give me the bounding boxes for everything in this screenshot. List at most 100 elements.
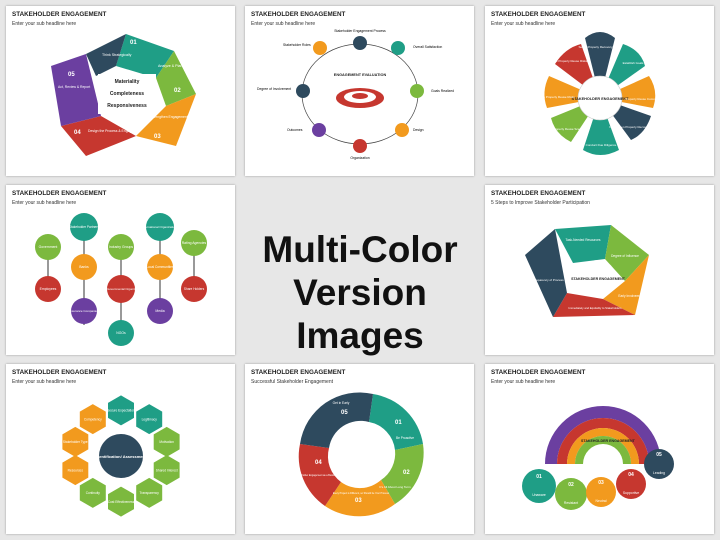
hexagon-label-5: Transparency [140, 491, 160, 495]
seg-text-02: It's All About Long Term [379, 485, 411, 489]
slide-title: STAKEHOLDER ENGAGEMENT [491, 369, 586, 376]
node-government: Government [39, 245, 58, 249]
step-text-strengthen: Strengthen Engagement Capacities [151, 115, 205, 119]
step-num-03: 03 [154, 134, 161, 140]
hero-line-2: Version Images [293, 272, 427, 356]
center-materiality: Materiality [115, 79, 140, 85]
segment-green [156, 51, 196, 106]
hexagon-label-9: Stakeholder Type [63, 440, 88, 444]
hexagon-label-6: Cost Effectiveness [108, 500, 135, 504]
seg-num-04: 04 [315, 460, 322, 466]
hexagon-label-2: Legitimacy [142, 417, 158, 421]
center-label: STAKEHOLDER ENGAGEMENT [571, 277, 626, 281]
slide-title: STAKEHOLDER ENGAGEMENT [491, 11, 586, 18]
hexagon-7 [79, 477, 106, 508]
hexagon-label-1: Secure Expectation [107, 409, 135, 413]
step-text-design: Design the Process & Engage [88, 129, 133, 133]
center-completeness: Completeness [110, 91, 144, 97]
hexagon-5 [136, 477, 163, 508]
hexagon-9 [62, 426, 89, 457]
slide-subtitle: Enter your sub headline here [12, 379, 77, 385]
hexagon-3 [153, 426, 180, 457]
step-text-act: Act, Review & Report [58, 85, 90, 89]
slide-thumbnail-2[interactable]: STAKEHOLDER ENGAGEMENT Enter your sub he… [245, 6, 474, 176]
seg-num-03: 03 [355, 498, 362, 504]
slide-title: STAKEHOLDER ENGAGEMENT [12, 369, 107, 376]
segment-purple [51, 54, 101, 126]
node-rating: Rating Agencies [182, 241, 207, 245]
slide-subtitle: Enter your sub headline here [12, 21, 77, 27]
slide-thumbnail-3[interactable]: STAKEHOLDER ENGAGEMENT Enter your sub he… [485, 6, 714, 176]
slide-title: STAKEHOLDER ENGAGEMENT [12, 190, 107, 197]
slide-thumbnail-4[interactable]: STAKEHOLDER ENGAGEMENT Enter your sub he… [6, 185, 235, 355]
slide-thumbnail-6[interactable]: STAKEHOLDER ENGAGEMENT Enter your sub he… [6, 364, 235, 534]
item-satisfaction: Overall Satisfaction [413, 45, 442, 49]
seg-num-05: 05 [341, 410, 348, 416]
hexagon-label-8: Resources [68, 468, 84, 472]
segment-navy [86, 34, 126, 76]
item-process: Stakeholder Engagement Process [334, 29, 386, 33]
step-num-02: 02 [174, 88, 181, 94]
step-text-think: Think Strategically [102, 53, 132, 57]
seg-text-01: Be Proactive [396, 436, 414, 440]
hexagon-ring-diagram: Secure ExpectationLegitimacyMotivationSh… [62, 395, 180, 517]
slide-subtitle: Enter your sub headline here [251, 21, 316, 27]
node-ngos: NGOs [116, 331, 126, 335]
slide-thumbnail-7[interactable]: STAKEHOLDER ENGAGEMENT Successful Stakeh… [245, 364, 474, 534]
seg-text-04: Manage Stakeholder Engagement as a Busin… [286, 474, 348, 477]
node-partners: Stakeholder Partners [69, 225, 99, 229]
center-label: ENGAGEMENT EVALUATION [334, 73, 387, 77]
node-communities: Local Communities [146, 265, 174, 269]
slide-subtitle: 5 Steps to Improve Stakeholder Participa… [491, 200, 590, 206]
step-influence: Degree of Influence [611, 254, 639, 258]
hexagon-label-3: Motivation [159, 440, 174, 444]
hexagon-label-10: Competency [84, 417, 102, 421]
slide-title: STAKEHOLDER ENGAGEMENT [251, 369, 346, 376]
hexagon-10 [79, 404, 106, 435]
segment-red [61, 116, 136, 156]
level-text-04: Supportive [623, 491, 639, 495]
node-banks: Banks [79, 265, 89, 269]
step-resources: Task-Needed Resources [566, 238, 601, 242]
octagon-petal-diagram: STAKEHOLDER ENGAGEMENT Select Property R… [535, 32, 661, 155]
slide-thumbnail-8[interactable]: STAKEHOLDER ENGAGEMENT Enter your sub he… [485, 364, 714, 534]
node-intl-org: International Organizations [142, 225, 178, 229]
item-organization: Organization [350, 156, 369, 160]
level-num-02: 02 [568, 482, 574, 488]
node-media: Media [155, 309, 164, 313]
item-outcomes: Outcomes [287, 128, 303, 132]
node-employees: Employees [40, 287, 57, 291]
hero-title: Multi-Color Version Images [245, 228, 475, 357]
level-text-03: Neutral [596, 499, 607, 503]
step-equitably: Immediately and Equitably to Stakeholder… [568, 306, 622, 310]
level-num-03: 03 [598, 480, 604, 486]
hexagon-2 [136, 404, 163, 435]
hexagon-4 [153, 455, 180, 486]
slide-subtitle: Successful Stakeholder Engagement [251, 379, 333, 385]
item-roles: Stakeholder Roles [283, 43, 311, 47]
slide-subtitle: Enter your sub headline here [491, 379, 556, 385]
hexagon-label-4: Shared Interest [156, 468, 178, 472]
level-num-04: 04 [628, 472, 634, 478]
item-01: Select Property Recovery Action [578, 45, 621, 49]
slide-title: STAKEHOLDER ENGAGEMENT [251, 11, 346, 18]
step-text-analyze: Analyze & Plan [158, 64, 182, 68]
center-label: STAKEHOLDER ENGAGEMENT [581, 439, 636, 443]
center-label: STAKEHOLDER ENGAGEMENT [572, 97, 630, 101]
slide-thumbnail-1[interactable]: STAKEHOLDER ENGAGEMENT Enter your sub he… [6, 6, 235, 176]
item-06: Identify Property Reuse Scenarios [542, 127, 588, 131]
slide-thumbnail-5[interactable]: STAKEHOLDER ENGAGEMENT 5 Steps to Improv… [485, 185, 714, 355]
step-num-01: 01 [130, 40, 137, 46]
node-igo: Inter Governmental Organization [101, 287, 142, 291]
center-label: Identification/ Assessment [96, 454, 147, 459]
item-08: Manage Property Reuse Risks [547, 59, 588, 63]
segment-teal [116, 34, 174, 78]
five-steps-diagram: STAKEHOLDER ENGAGEMENT Task-Needed Resou… [525, 225, 649, 317]
step-transparency: Transparency of Process [530, 278, 564, 282]
seg-text-03: Every Project is Different, so Should be… [333, 492, 390, 495]
hexagon-1 [108, 395, 134, 426]
level-text-02: Resistant [564, 501, 578, 505]
slide-subtitle: Enter your sub headline here [12, 200, 77, 206]
item-05: Conduct Due Diligence [586, 143, 617, 147]
seg-num-01: 01 [395, 420, 402, 426]
